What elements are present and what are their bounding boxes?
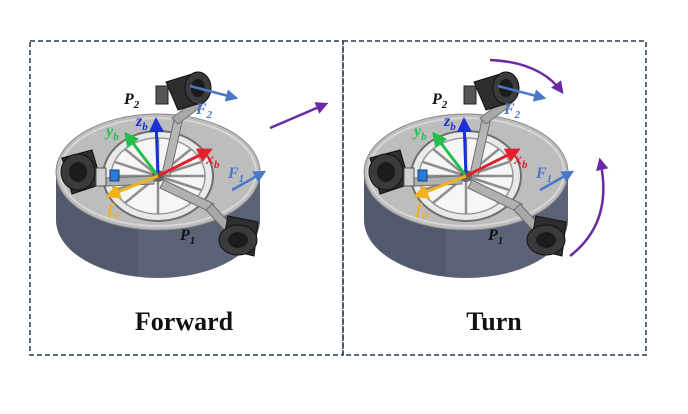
label-p2-sub: 2 [133, 99, 140, 111]
force-f2-arrow [189, 84, 239, 102]
label-yb-sub: b [421, 131, 427, 143]
label-zb-sub: b [142, 121, 148, 133]
label-zb: z [135, 113, 143, 130]
axis-yb-arrow [432, 131, 468, 177]
svg-text:zb: zb [443, 113, 456, 133]
svg-text:xb: xb [205, 151, 220, 171]
label-f1-sub: 1 [547, 173, 553, 185]
label-fw-sub: w [113, 209, 121, 221]
panel-turn-frame [342, 40, 647, 356]
label-yb: y [412, 123, 422, 140]
label-p1-sub: 1 [190, 235, 196, 247]
label-f2-sub: 2 [206, 109, 213, 121]
label-fw-sub: w [421, 209, 429, 221]
label-f2: F [503, 101, 515, 118]
label-f1: F [535, 165, 547, 182]
label-p2-sub: 2 [441, 99, 448, 111]
label-p2: P [431, 91, 442, 108]
force-f2-arrow [497, 84, 547, 102]
svg-text:yb: yb [412, 123, 427, 143]
svg-text:F1: F1 [227, 165, 244, 185]
caption-forward: Forward [135, 307, 234, 336]
axis-xb-arrow [157, 148, 213, 178]
svg-text:fw: fw [416, 201, 429, 221]
turn-arrow-right [569, 157, 609, 257]
axis-yb-arrow [124, 131, 160, 177]
svg-text:P1: P1 [487, 227, 503, 247]
label-fw: f [416, 201, 423, 218]
label-zb-sub: b [450, 121, 456, 133]
friction-fw-arrow [105, 174, 159, 199]
label-fw: f [108, 201, 115, 218]
svg-text:P1: P1 [179, 227, 195, 247]
label-p1: P [179, 227, 190, 244]
svg-text:P2: P2 [123, 91, 140, 111]
friction-fw-arrow [413, 174, 467, 199]
svg-text:xb: xb [513, 151, 528, 171]
label-xb-sub: b [522, 159, 528, 171]
label-zb: z [443, 113, 451, 130]
label-xb: x [205, 151, 214, 168]
axis-xb-arrow [465, 148, 521, 178]
axis-zb-arrow [456, 117, 472, 177]
caption-turn: Turn [466, 307, 522, 336]
label-f1: F [227, 165, 239, 182]
label-f2-sub: 2 [514, 109, 521, 121]
force-f1-arrow [231, 170, 267, 192]
svg-text:F1: F1 [535, 165, 552, 185]
panel-turn: P2 P1 F2 F1 zb yb xb fw Turn [362, 58, 609, 336]
svg-text:fw: fw [108, 201, 121, 221]
force-f1-arrow [539, 170, 575, 192]
panel-forward: P2 P1 F2 F1 zb yb xb fw Forward [54, 70, 329, 336]
svg-text:F2: F2 [503, 101, 521, 121]
panel-forward-frame [29, 40, 344, 356]
label-yb-sub: b [113, 131, 119, 143]
label-yb: y [104, 123, 114, 140]
svg-text:P2: P2 [431, 91, 448, 111]
svg-text:F2: F2 [195, 101, 213, 121]
label-xb-sub: b [214, 159, 220, 171]
turn-arrow-top [489, 58, 564, 95]
label-f2: F [195, 101, 207, 118]
axis-zb-arrow [148, 117, 164, 177]
label-f1-sub: 1 [239, 173, 245, 185]
svg-text:zb: zb [135, 113, 148, 133]
label-xb: x [513, 151, 522, 168]
label-p1: P [487, 227, 498, 244]
label-p2: P [123, 91, 134, 108]
svg-text:yb: yb [104, 123, 119, 143]
label-p1-sub: 1 [498, 235, 504, 247]
motion-forward-arrow [269, 102, 329, 130]
